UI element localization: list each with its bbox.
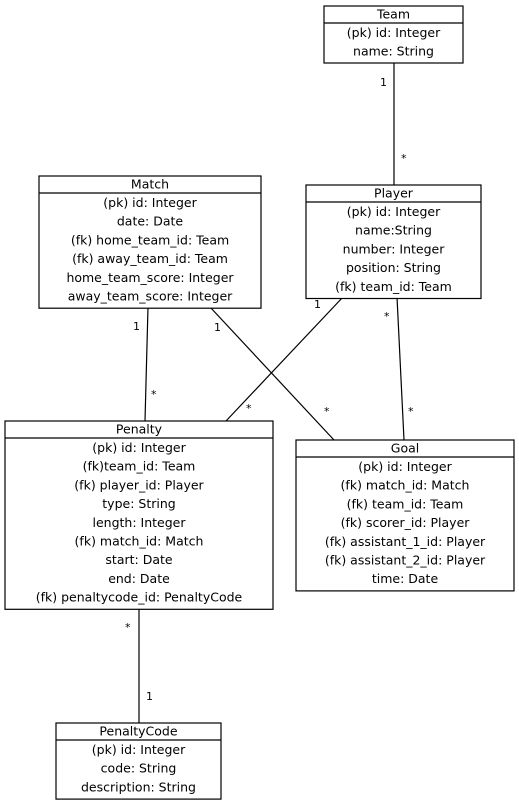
- relationship-line: [144, 306, 149, 422]
- relationship-line: [396, 296, 405, 441]
- entity-team: Team (pk) id: Integer name: String: [323, 5, 464, 64]
- entity-box: [323, 5, 464, 64]
- entity-attribute: end: Date: [108, 571, 170, 586]
- entity-attribute: (fk) assistant_1_id: Player: [325, 534, 486, 549]
- entity-attribute: (fk) scorer_id: Player: [341, 515, 471, 530]
- entity-attribute: (pk) id: Integer: [347, 204, 441, 219]
- entity-attribute: (fk) home_team_id: Team: [71, 232, 229, 247]
- entity-attribute: (fk) match_id: Match: [341, 478, 470, 493]
- entity-box: [55, 722, 222, 800]
- entity-attribute: (fk) match_id: Match: [75, 534, 204, 549]
- relationship-penalty-penaltycode: *1: [125, 609, 153, 723]
- entity-player: Player (pk) id: Integer name:String number:…: [305, 184, 482, 300]
- multiplicity-label: 1: [314, 298, 321, 311]
- entity-title: Goal: [391, 441, 419, 456]
- relationship-player-penalty: 1*: [225, 296, 344, 422]
- relationship-player-goal: **: [384, 296, 414, 441]
- entity-attribute: code: String: [101, 761, 177, 776]
- entity-attribute: (fk) penaltycode_id: PenaltyCode: [36, 590, 243, 605]
- entity-penalty: Penalty (pk) id: Integer (fk)team_id: Team…: [4, 420, 274, 610]
- entity-box: [305, 184, 482, 300]
- entity-attribute: (fk) assistant_2_id: Player: [325, 553, 486, 568]
- entity-attribute: start: Date: [105, 552, 172, 567]
- multiplicity-label: 1: [214, 321, 221, 334]
- multiplicity-label: *: [246, 402, 252, 415]
- relationship-line: [209, 306, 335, 441]
- entity-title: Penalty: [116, 422, 163, 437]
- multiplicity-label: *: [408, 405, 414, 418]
- multiplicity-label: 1: [146, 690, 153, 703]
- entity-title: Player: [374, 186, 414, 201]
- multiplicity-label: *: [384, 310, 390, 323]
- entity-attribute: name: String: [353, 44, 434, 59]
- relationship-match-penalty: 1*: [133, 306, 157, 422]
- entity-attribute: (pk) id: Integer: [358, 459, 452, 474]
- entity-title: Team: [376, 7, 410, 22]
- entity-attribute: description: String: [81, 779, 196, 794]
- entity-attribute: number: Integer: [343, 241, 446, 256]
- entity-title: PenaltyCode: [99, 724, 177, 739]
- entity-attribute: away_team_score: Integer: [68, 289, 233, 304]
- entity-box: [295, 439, 515, 592]
- relationship-match-goal: 1*: [209, 306, 335, 441]
- entity-attribute: (pk) id: Integer: [103, 195, 197, 210]
- multiplicity-label: *: [324, 405, 330, 418]
- relationship-team-player: 1*: [380, 62, 407, 185]
- multiplicity-label: 1: [133, 320, 140, 333]
- entity-attribute: (fk)team_id: Team: [83, 459, 196, 474]
- entity-title: Match: [131, 177, 169, 192]
- entity-attribute: date: Date: [117, 214, 184, 229]
- entity-attribute: (fk) player_id: Player: [74, 477, 204, 492]
- entity-attribute: (pk) id: Integer: [92, 742, 186, 757]
- entity-attribute: position: String: [346, 260, 441, 275]
- entity-match: Match (pk) id: Integer date: Date (fk) home…: [38, 175, 262, 309]
- multiplicity-label: *: [125, 621, 131, 634]
- entity-attribute: name:String: [355, 223, 432, 238]
- multiplicity-label: *: [151, 388, 157, 401]
- entity-attribute: home_team_score: Integer: [66, 270, 234, 285]
- entity-goal: Goal (pk) id: Integer (fk) match_id: Match…: [295, 439, 515, 592]
- entity-attribute: (fk) away_team_id: Team: [72, 251, 228, 266]
- relationship-line: [225, 296, 344, 422]
- entity-attribute: time: Date: [372, 571, 439, 586]
- relationship-layer: 1*1*1*1****1: [125, 62, 414, 723]
- multiplicity-label: 1: [380, 76, 387, 89]
- multiplicity-label: *: [401, 152, 407, 165]
- entity-penaltycode: PenaltyCode (pk) id: Integer code: String d…: [55, 722, 222, 800]
- entity-box: [4, 420, 274, 610]
- entity-attribute: type: String: [102, 496, 175, 511]
- entity-attribute: (pk) id: Integer: [92, 440, 186, 455]
- entity-box: [38, 175, 262, 309]
- entity-attribute: length: Integer: [93, 515, 187, 530]
- entity-attribute: (fk) team_id: Team: [335, 279, 452, 294]
- entity-attribute: (fk) team_id: Team: [347, 496, 464, 511]
- entity-attribute: (pk) id: Integer: [347, 25, 441, 40]
